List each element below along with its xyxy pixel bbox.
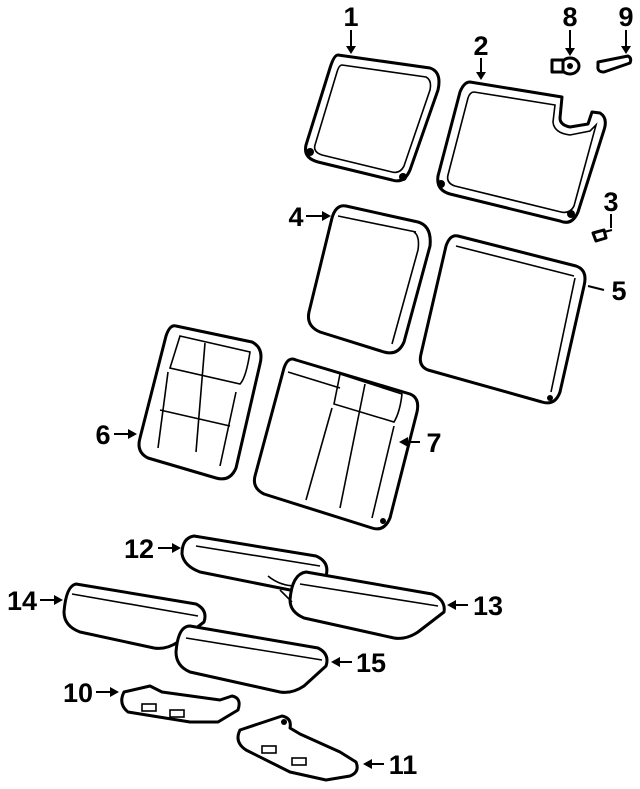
callout-12: 12 xyxy=(124,534,154,564)
callout-2: 2 xyxy=(473,31,488,61)
callout-9: 9 xyxy=(618,2,633,32)
callout-6: 6 xyxy=(95,420,110,450)
part-5-seatback-pad-right xyxy=(418,234,587,405)
callout-13: 13 xyxy=(473,591,503,621)
part-7-seatback-cover-right xyxy=(252,357,420,531)
part-8-bolt xyxy=(550,56,581,76)
part-2-seatback-frame-right xyxy=(436,80,607,224)
part-15-seat-cushion xyxy=(174,624,329,694)
callout-15: 15 xyxy=(356,648,386,678)
part-14-seat-cushion xyxy=(62,582,207,650)
callout-14: 14 xyxy=(7,586,37,616)
callout-4: 4 xyxy=(288,202,303,232)
part-13-seat-cushion xyxy=(279,570,446,640)
callout-10: 10 xyxy=(63,678,93,708)
callout-8: 8 xyxy=(562,2,577,32)
leader-lines xyxy=(40,30,631,769)
callout-11: 11 xyxy=(389,750,418,780)
part-10-bracket xyxy=(120,684,241,724)
part-6-seatback-cover-left xyxy=(137,324,263,481)
part-11-bracket xyxy=(236,714,359,782)
callout-3: 3 xyxy=(603,187,618,217)
part-3-bolt xyxy=(591,228,613,243)
callout-7: 7 xyxy=(426,428,441,458)
callout-1: 1 xyxy=(343,2,358,32)
part-9-clip xyxy=(596,54,633,74)
part-4-seatback-pad-left xyxy=(307,204,432,355)
callout-5: 5 xyxy=(611,276,626,306)
callout-labels: 1 2 3 4 5 6 7 8 9 10 11 12 13 14 15 xyxy=(7,2,634,780)
part-1-seatback-frame-left xyxy=(304,53,441,183)
